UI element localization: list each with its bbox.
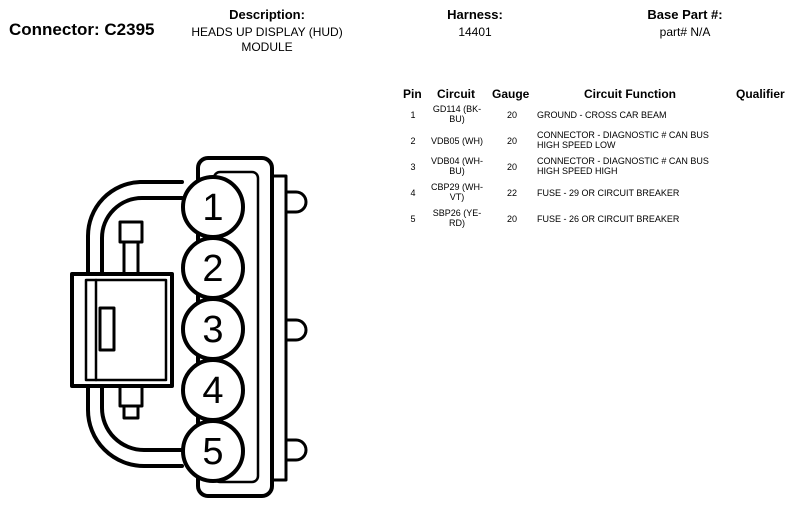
description-block: Description: HEADS UP DISPLAY (HUD) MODU… xyxy=(174,7,360,55)
latch-tab xyxy=(98,306,116,352)
gauge-cell: 20 xyxy=(507,110,518,120)
latch-lower-outer-arc xyxy=(86,384,184,468)
pin-cavities: 1 2 3 4 5 xyxy=(181,175,245,483)
circuit-cell: GD114 (BK- BU) xyxy=(424,104,490,124)
housing-rib xyxy=(270,174,288,482)
function-cell: FUSE - 29 OR CIRCUIT BREAKER xyxy=(537,188,679,198)
lower-clip-post xyxy=(122,404,140,420)
table-row: 3 xyxy=(403,162,423,172)
function-line: HIGH SPEED HIGH xyxy=(537,166,618,176)
circuit-line: BU) xyxy=(449,166,465,176)
column-header-circuit-function: Circuit Function xyxy=(584,87,676,101)
pin-number-label: 3 xyxy=(202,309,223,351)
pin-cell: 3 xyxy=(410,162,416,172)
pin-cell: 4 xyxy=(410,188,416,198)
function-cell: FUSE - 26 OR CIRCUIT BREAKER xyxy=(537,214,679,224)
table-row: 2 xyxy=(403,136,423,146)
upper-clip xyxy=(118,220,144,244)
latch-inner-arc xyxy=(100,196,184,276)
description-line-2: MODULE xyxy=(241,40,293,54)
table-row: 4 xyxy=(403,188,423,198)
right-tab-lower xyxy=(284,438,308,462)
pin-cavity-5 xyxy=(181,419,245,483)
pin-cell: 5 xyxy=(410,214,416,224)
base-part-label: Base Part #: xyxy=(647,7,723,22)
gauge-cell: 22 xyxy=(507,188,518,198)
gauge-cell: 20 xyxy=(507,136,518,146)
function-line: CONNECTOR - DIAGNOSTIC # CAN BUS xyxy=(537,130,709,140)
table-row: 5 xyxy=(403,214,423,224)
upper-clip-post xyxy=(122,240,140,276)
pin-number-label: 5 xyxy=(202,431,223,473)
pin-cell: 2 xyxy=(410,136,416,146)
lower-clip xyxy=(118,384,144,408)
circuit-line: VDB05 (WH) xyxy=(430,136,483,146)
base-part-block: Base Part #: part# N/A xyxy=(625,7,745,40)
right-tab-upper xyxy=(284,190,308,214)
function-line: CONNECTOR - DIAGNOSTIC # CAN BUS xyxy=(537,156,709,166)
column-header-gauge: Gauge xyxy=(492,87,530,101)
circuit-line: SBP26 (YE- xyxy=(432,208,482,218)
latch-outer-arc xyxy=(86,180,184,276)
pin-number-label: 4 xyxy=(202,370,223,412)
pin-cell: 1 xyxy=(410,110,416,120)
circuit-line: VDB04 (WH- xyxy=(430,156,483,166)
function-cell: CONNECTOR - DIAGNOSTIC # CAN BUS HIGH SP… xyxy=(537,156,709,176)
column-header-circuit: Circuit xyxy=(437,87,476,101)
circuit-cell: SBP26 (YE- RD) xyxy=(424,208,490,228)
connector-title: Connector: C2395 xyxy=(9,20,155,39)
latch-lower-inner-arc xyxy=(100,384,184,452)
pin-number-label: 1 xyxy=(202,187,223,229)
column-header-qualifier: Qualifier xyxy=(736,87,785,101)
description-line-1: HEADS UP DISPLAY (HUD) xyxy=(191,25,343,39)
function-line: HIGH SPEED LOW xyxy=(537,140,616,150)
circuit-line: CBP29 (WH- xyxy=(430,182,483,192)
latch-body-inner xyxy=(84,278,168,382)
gauge-cell: 20 xyxy=(507,214,518,224)
circuit-cell: VDB04 (WH- BU) xyxy=(424,156,490,176)
right-tab-middle xyxy=(284,318,308,342)
harness-label: Harness: xyxy=(447,7,503,22)
circuit-line: RD) xyxy=(449,218,465,228)
gauge-cell: 20 xyxy=(507,162,518,172)
circuit-cell: CBP29 (WH- VT) xyxy=(424,182,490,202)
description-label: Description: xyxy=(229,7,305,22)
function-cell: CONNECTOR - DIAGNOSTIC # CAN BUS HIGH SP… xyxy=(537,130,709,150)
function-cell: GROUND - CROSS CAR BEAM xyxy=(537,110,667,120)
base-part-value: part# N/A xyxy=(659,25,711,39)
circuit-cell: VDB05 (WH) xyxy=(424,136,490,146)
circuit-line: VT) xyxy=(449,192,465,202)
harness-value: 14401 xyxy=(458,25,492,39)
circuit-line: GD114 (BK- xyxy=(432,104,482,114)
column-header-pin: Pin xyxy=(403,87,422,101)
function-line: FUSE - 29 OR CIRCUIT BREAKER xyxy=(537,188,680,198)
function-line: FUSE - 26 OR CIRCUIT BREAKER xyxy=(537,214,680,224)
circuit-line: BU) xyxy=(449,114,465,124)
pin-number-label: 2 xyxy=(202,248,223,290)
harness-block: Harness: 14401 xyxy=(425,7,525,40)
table-row: 1 xyxy=(403,110,423,120)
function-line: GROUND - CROSS CAR BEAM xyxy=(537,110,667,120)
